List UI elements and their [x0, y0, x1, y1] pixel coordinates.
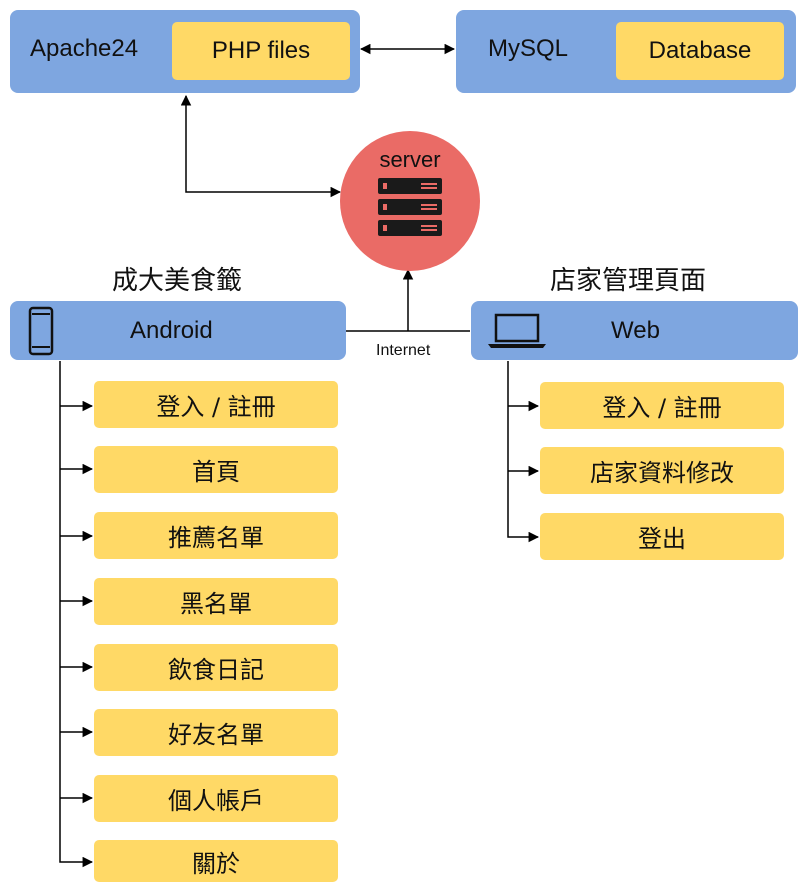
laptop-icon [488, 313, 546, 348]
server-node: server [340, 131, 480, 271]
android-item-recommend: 推薦名單 [94, 512, 338, 559]
database-node: Database [616, 22, 784, 80]
web-tree-trunk [507, 361, 540, 543]
internet-label: Internet [376, 342, 431, 359]
android-tree-trunk [59, 361, 94, 868]
android-item-friends: 好友名單 [94, 709, 338, 756]
server-icon [378, 178, 442, 236]
web-item-edit-store: 店家資料修改 [540, 447, 784, 494]
php-files-node: PHP files [172, 22, 350, 80]
web-node: Web [471, 301, 798, 360]
smartphone-icon [28, 306, 54, 356]
android-item-blacklist: 黑名單 [94, 578, 338, 625]
android-item-diary: 飲食日記 [94, 644, 338, 691]
android-node: Android [10, 301, 346, 360]
apache-label: Apache24 [30, 35, 139, 62]
android-item-account: 個人帳戶 [94, 775, 338, 822]
web-section-title: 店家管理頁面 [550, 266, 707, 296]
android-item-about: 關於 [94, 840, 338, 882]
android-item-home: 首頁 [94, 446, 338, 493]
web-item-login: 登入 / 註冊 [540, 382, 784, 429]
mysql-label: MySQL [488, 35, 569, 62]
android-section-title: 成大美食籤 [112, 266, 243, 296]
web-label: Web [611, 317, 660, 344]
apache-node: Apache24 PHP files [10, 10, 360, 93]
mysql-node: MySQL Database [456, 10, 796, 93]
server-label: server [379, 147, 441, 172]
web-item-logout: 登出 [540, 513, 784, 560]
android-item-login: 登入 / 註冊 [94, 381, 338, 428]
apache-server-arrow [180, 94, 342, 198]
android-label: Android [130, 317, 213, 344]
